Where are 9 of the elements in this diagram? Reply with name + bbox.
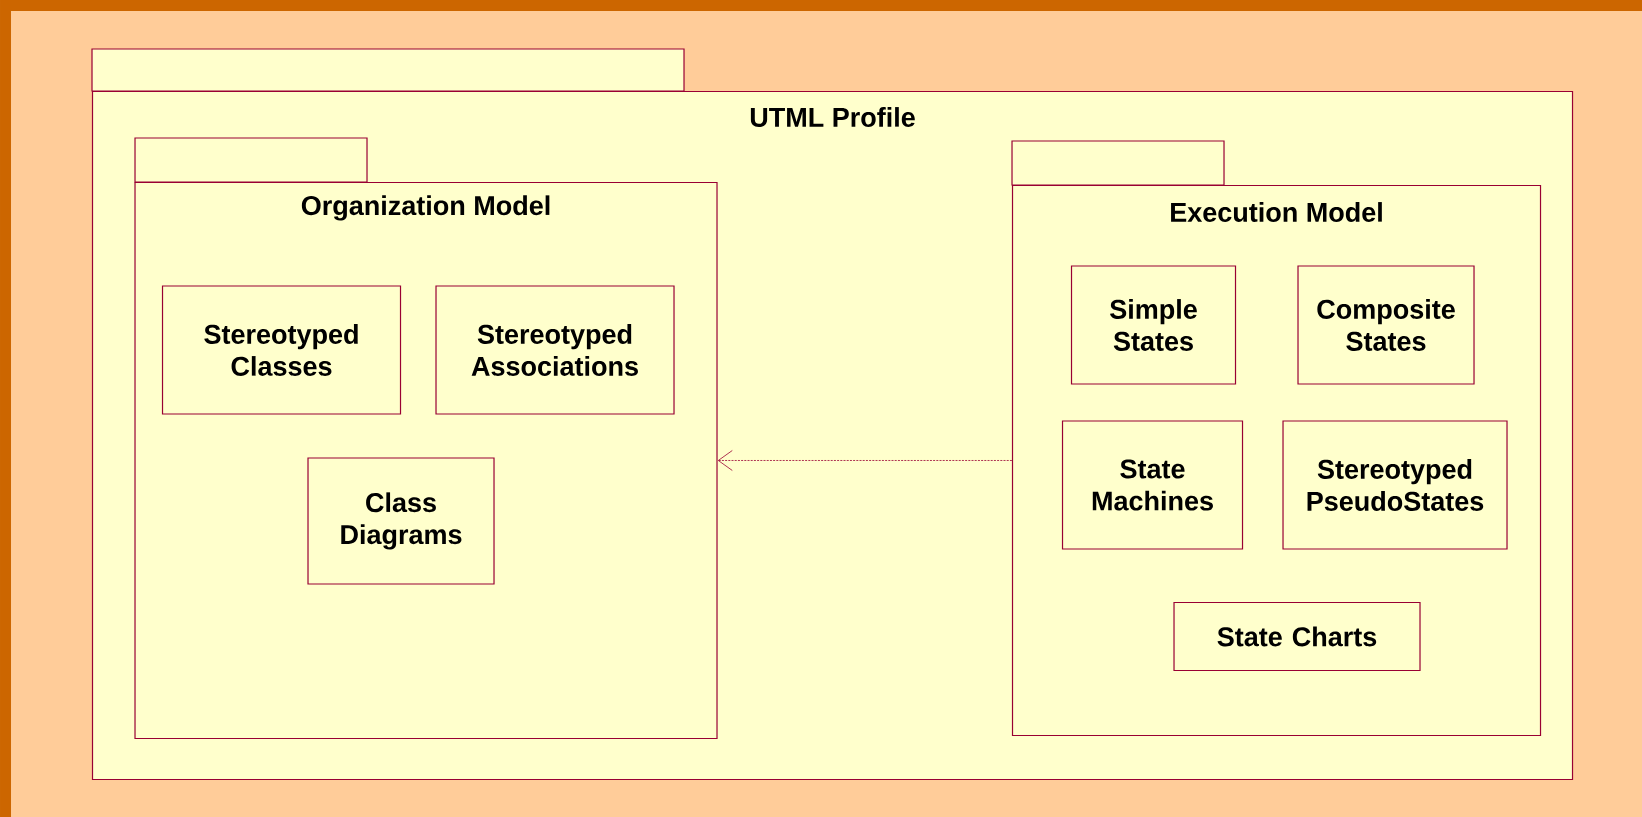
class-box: Simple States (1070, 265, 1237, 385)
class-box: Stereotyped Associations (435, 285, 675, 415)
class-box: Stereotyped PseudoStates (1282, 420, 1508, 550)
class-box: State Charts (1173, 601, 1421, 672)
class-box: State Machines (1061, 420, 1244, 550)
class-box: Composite States (1297, 265, 1475, 385)
dependency-arrow (717, 450, 1013, 471)
class-box: Stereotyped Classes (161, 285, 402, 415)
class-box: Class Diagrams (307, 457, 495, 585)
